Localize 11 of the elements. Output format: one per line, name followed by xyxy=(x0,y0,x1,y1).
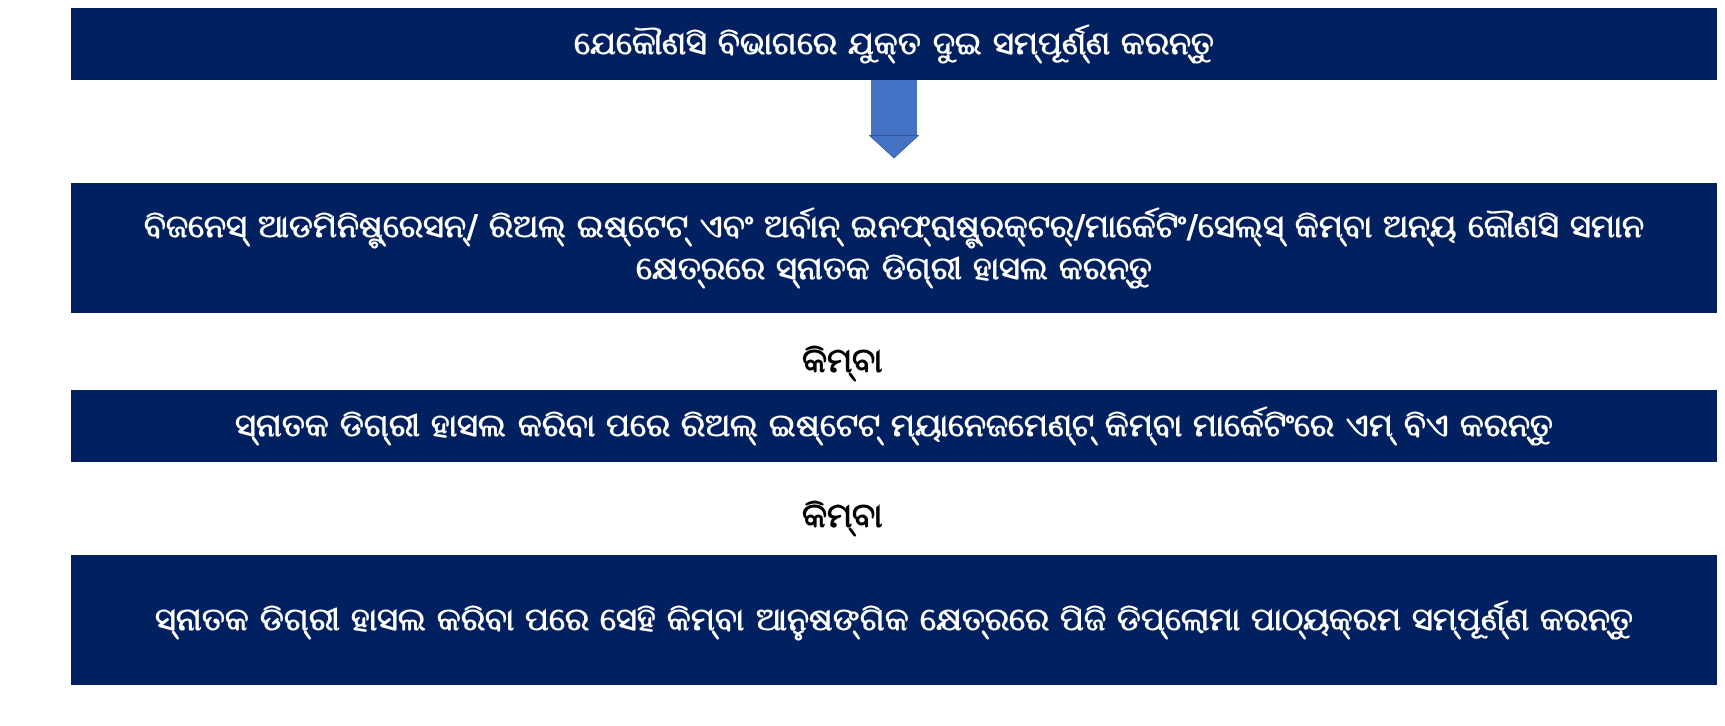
connector-word: କିମ୍ବା xyxy=(801,339,883,381)
process-box xyxy=(71,555,1717,685)
connector-word: କିମ୍ବା xyxy=(801,494,883,536)
block-arrow xyxy=(869,80,919,159)
process-box xyxy=(71,8,1717,80)
step-text: ସ୍ନାତକ ଡିଗ୍ରୀ ହାସଲ କରିବା ପରେ ସେହି କିମ୍ବା ଆନୁଷଙ୍ଗିକ କ୍ଷେତ୍ରରେ ପିଜି ଡିପ୍ଲୋମା ପାଠ୍ୟକ୍ରମ ସମ୍ପୂର୍ଣ୍ଣ କରନ୍ତୁ xyxy=(154,599,1634,641)
process-box xyxy=(71,390,1717,462)
step-text: ବିଜନେସ୍ ଆଡମିନିଷ୍ଟ୍ରେସନ୍/ ରିଅଲ୍ ଇଷ୍ଟେଟ୍ ଏବଂ ଅର୍ବାନ୍ ଇନଫ୍ରାଷ୍ଟ୍ରକ୍ଟର୍/ମାର୍କେଟିଂ/ସେଲ୍ସ୍ କିମ୍ବା ଅନ୍ୟ କୌଣସି ସମାନ କ୍ଷେତ୍ରରେ ସ୍ନାତକ ଡିଗ୍ରୀ ହାସଲ କରନ୍ତୁ xyxy=(143,206,1645,290)
step-text: ଯେକୌଣସି ବିଭାଗରେ ଯୁକ୍ତ ଦୁଇ ସମ୍ପୂର୍ଣ୍ଣ କରନ୍ତୁ xyxy=(574,23,1214,65)
process-box xyxy=(71,183,1717,313)
step-text: ସ୍ନାତକ ଡିଗ୍ରୀ ହାସଲ କରିବା ପରେ ରିଅଲ୍ ଇଷ୍ଟେଟ୍ ମ୍ୟାନେଜମେଣ୍ଟ୍ କିମ୍ବା ମାର୍କେଟିଂରେ ଏମ୍ ବିଏ କରନ୍ତୁ xyxy=(235,405,1553,447)
